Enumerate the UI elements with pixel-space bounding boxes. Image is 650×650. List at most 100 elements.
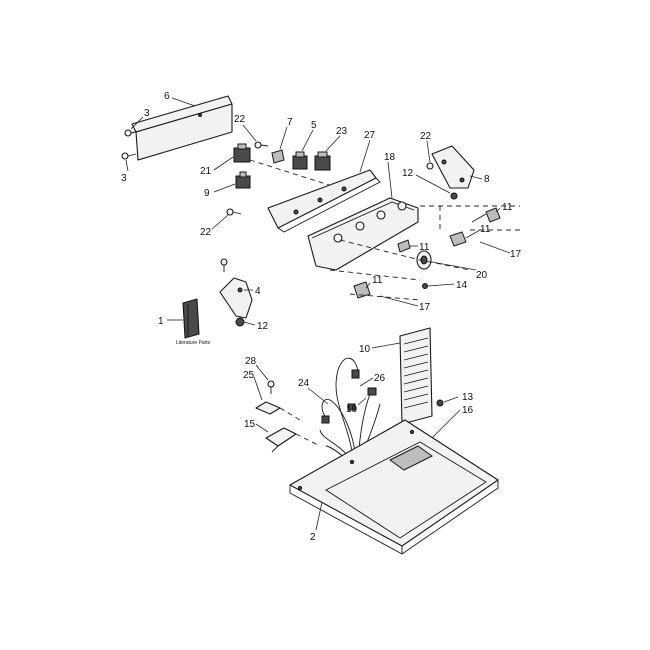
- dash-knob-row3: [329, 269, 421, 301]
- leader-28: [255, 364, 269, 381]
- callout-19: 19: [346, 404, 358, 415]
- part-11-knob-a[interactable]: [471, 207, 501, 223]
- part-11-knob-c[interactable]: [397, 239, 411, 253]
- leader-24: [307, 387, 329, 405]
- callout-22a: 22: [234, 114, 246, 125]
- part-15-bracket[interactable]: [265, 427, 297, 453]
- callout-11c: 11: [419, 242, 430, 253]
- callout-27: 27: [364, 130, 376, 141]
- callout-9: 9: [204, 188, 210, 199]
- leader-12a: [415, 174, 451, 194]
- part-6-bracket[interactable]: [131, 95, 233, 161]
- part-4-end-cap[interactable]: [219, 277, 253, 319]
- callout-28: 28: [245, 356, 257, 367]
- callout-20: 20: [476, 270, 488, 281]
- part-7-clip[interactable]: [271, 149, 285, 164]
- literature-parts-label: Literature Parts: [176, 340, 211, 346]
- callout-23: 23: [336, 126, 348, 137]
- callout-labels: 1 2 3 3 4 5 6 7 8 9 10 11 11 11 11 12 12…: [121, 91, 522, 543]
- callout-12b: 12: [257, 321, 269, 332]
- leader-13: [443, 396, 459, 403]
- callout-25: 25: [243, 370, 255, 381]
- callout-4: 4: [255, 286, 261, 297]
- callout-10: 10: [359, 344, 371, 355]
- callout-7: 7: [287, 117, 293, 128]
- part-10-vent-panel[interactable]: [399, 327, 433, 425]
- part-22-screw-right[interactable]: [426, 162, 434, 170]
- leader-8: [469, 175, 483, 180]
- callout-26: 26: [374, 373, 386, 384]
- part-14-screw[interactable]: [422, 283, 428, 289]
- part-9-switch[interactable]: [235, 171, 251, 189]
- leader-20: [431, 261, 477, 271]
- callout-2: 2: [310, 532, 316, 543]
- callout-14: 14: [456, 280, 468, 291]
- part-24-wire-harness[interactable]: [319, 357, 381, 463]
- part-2-top-cover[interactable]: [289, 419, 499, 555]
- part-11-knob-d[interactable]: [353, 281, 371, 299]
- callout-16: 16: [462, 405, 474, 416]
- part-28-screw[interactable]: [267, 380, 275, 394]
- part-13-screw[interactable]: [436, 399, 444, 407]
- leader-19: [357, 397, 367, 406]
- leader-25: [253, 376, 263, 401]
- part-21-switch[interactable]: [233, 143, 251, 163]
- leader-21: [213, 156, 234, 171]
- part-22-screw-mid[interactable]: [220, 258, 228, 272]
- leader-15: [255, 423, 269, 433]
- callout-22c: 22: [420, 131, 432, 142]
- callout-24: 24: [298, 378, 310, 389]
- part-18-control-console[interactable]: [307, 197, 419, 271]
- callout-11b: 11: [480, 224, 491, 235]
- part-3-screw-lower[interactable]: [121, 152, 137, 160]
- leader-3b: [125, 159, 129, 172]
- callout-1: 1: [158, 316, 164, 327]
- part-8-end-cap[interactable]: [431, 145, 475, 189]
- leader-16: [429, 409, 461, 441]
- callout-18: 18: [384, 152, 396, 163]
- part-3-screw-upper[interactable]: [124, 129, 141, 137]
- leader-26: [359, 377, 374, 387]
- callout-6: 6: [164, 91, 170, 102]
- part-12-screw-upper[interactable]: [450, 192, 458, 200]
- callout-11d: 11: [372, 275, 383, 286]
- leader-23: [325, 135, 341, 152]
- dash-knob-row2: [339, 239, 471, 271]
- leader-9: [213, 183, 236, 193]
- leader-22a: [242, 124, 257, 142]
- leader-7: [279, 126, 288, 150]
- callout-3a: 3: [144, 108, 150, 119]
- leader-17a: [479, 241, 511, 254]
- leader-18: [387, 161, 393, 199]
- leader-14: [427, 283, 455, 287]
- callout-22b: 22: [200, 227, 212, 238]
- leader-2: [315, 501, 323, 531]
- leader-3a: [130, 116, 144, 130]
- leader-11b: [465, 229, 481, 239]
- part-25-clip[interactable]: [255, 401, 281, 415]
- callout-17b: 17: [419, 302, 431, 313]
- part-22-screw-left[interactable]: [226, 208, 242, 216]
- callout-3b: 3: [121, 173, 127, 184]
- dash-knob-row1: [420, 205, 520, 231]
- leader-10: [371, 342, 401, 349]
- part-11-knob-b[interactable]: [449, 231, 467, 247]
- part-22-screw-top[interactable]: [254, 141, 269, 149]
- leader-11a: [495, 207, 501, 213]
- leader-22c: [426, 140, 431, 163]
- leader-27: [359, 139, 371, 173]
- leader-11d: [365, 282, 371, 289]
- part-23-switch[interactable]: [314, 151, 331, 171]
- leader-17b: [379, 295, 419, 307]
- part-27-panel-bracket[interactable]: [267, 169, 381, 233]
- leader-22b: [211, 214, 229, 230]
- part-1-literature[interactable]: [182, 298, 200, 339]
- callout-13: 13: [462, 392, 474, 403]
- callout-11a: 11: [502, 202, 513, 213]
- callout-15: 15: [244, 419, 256, 430]
- callout-5: 5: [311, 120, 317, 131]
- part-12-screw-lower[interactable]: [235, 317, 245, 327]
- part-5-switch[interactable]: [292, 151, 308, 170]
- callout-8: 8: [484, 174, 490, 185]
